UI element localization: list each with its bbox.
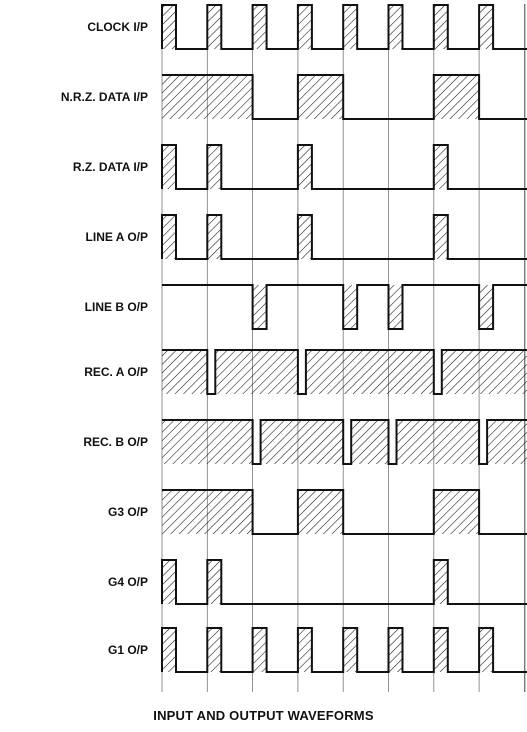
waveform-trace — [161, 559, 527, 605]
pulse-fill — [343, 5, 358, 49]
level-fill — [297, 490, 344, 534]
waveform-trace — [161, 627, 527, 673]
level-fill — [433, 490, 480, 534]
level-fill — [396, 420, 480, 464]
pulse-fill — [388, 628, 403, 672]
pulse-fill — [207, 5, 222, 49]
level-fill — [215, 350, 298, 394]
waveform-row — [161, 4, 527, 50]
pulse-fill — [343, 628, 358, 672]
pulse-fill — [297, 145, 312, 189]
waveform-trace — [162, 74, 527, 120]
signal-label: CLOCK I/P — [87, 20, 148, 34]
pulse-fill — [162, 145, 176, 189]
pulse-fill — [297, 215, 312, 259]
waveform-row — [162, 284, 527, 330]
level-fill — [260, 420, 344, 464]
pulse-fill — [388, 5, 403, 49]
signal-label: LINE A O/P — [86, 230, 148, 244]
pulse-fill — [162, 560, 176, 604]
pulse-fill — [433, 560, 448, 604]
waveform-row — [162, 419, 527, 465]
signal-label: R.Z. DATA I/P — [73, 160, 148, 174]
pulse-fill — [297, 628, 312, 672]
waveform-row — [161, 559, 527, 605]
level-fill — [487, 420, 527, 464]
signal-labels: CLOCK I/P N.R.Z. DATA I/P R.Z. DATA I/P LIN… — [61, 20, 148, 657]
pulse-fill — [252, 628, 267, 672]
waveform-row — [161, 214, 527, 260]
waveform-row — [162, 349, 527, 395]
signal-label: G1 O/P — [108, 643, 148, 657]
waveform-row — [162, 74, 527, 120]
signal-label: G4 O/P — [108, 575, 148, 589]
signal-label: G3 O/P — [108, 505, 148, 519]
pulse-fill — [297, 5, 312, 49]
pulse-fill — [252, 285, 267, 329]
level-fill — [351, 420, 389, 464]
pulse-fill — [388, 285, 403, 329]
pulse-fill — [479, 5, 494, 49]
pulse-fill — [433, 628, 448, 672]
pulse-fill — [433, 5, 448, 49]
pulse-fill — [162, 628, 176, 672]
pulse-fill — [433, 215, 448, 259]
waveform-trace — [162, 489, 527, 535]
waveform-trace — [162, 419, 527, 465]
pulse-fill — [207, 215, 222, 259]
waveform-trace — [161, 214, 527, 260]
signal-label: LINE B O/P — [85, 300, 148, 314]
pulse-fill — [343, 285, 358, 329]
pulse-fill — [207, 560, 222, 604]
pulse-fill — [479, 628, 494, 672]
diagram-caption: INPUT AND OUTPUT WAVEFORMS — [153, 708, 374, 723]
signal-label: REC. B O/P — [83, 435, 148, 449]
level-fill — [162, 350, 208, 394]
pulse-fill — [207, 628, 222, 672]
level-fill — [162, 490, 253, 534]
signal-label: REC. A O/P — [84, 365, 148, 379]
pulse-fill — [162, 5, 176, 49]
waveform-row — [161, 627, 527, 673]
signal-label: N.R.Z. DATA I/P — [61, 90, 148, 104]
pulse-fill — [207, 145, 222, 189]
waveform-row — [161, 144, 527, 190]
level-fill — [297, 75, 344, 119]
pulse-fill — [162, 215, 176, 259]
pulse-fill — [479, 285, 494, 329]
waveform-trace — [161, 144, 527, 190]
pulse-fill — [433, 145, 448, 189]
pulse-fill — [252, 5, 267, 49]
level-fill — [305, 350, 434, 394]
waveform-trace — [162, 284, 527, 330]
waveform-row — [162, 489, 527, 535]
level-fill — [162, 420, 253, 464]
waveform-trace — [162, 349, 527, 395]
level-fill — [441, 350, 527, 394]
level-fill — [162, 75, 253, 119]
level-fill — [433, 75, 480, 119]
signal-waveforms — [161, 4, 527, 673]
waveform-trace — [161, 4, 527, 50]
